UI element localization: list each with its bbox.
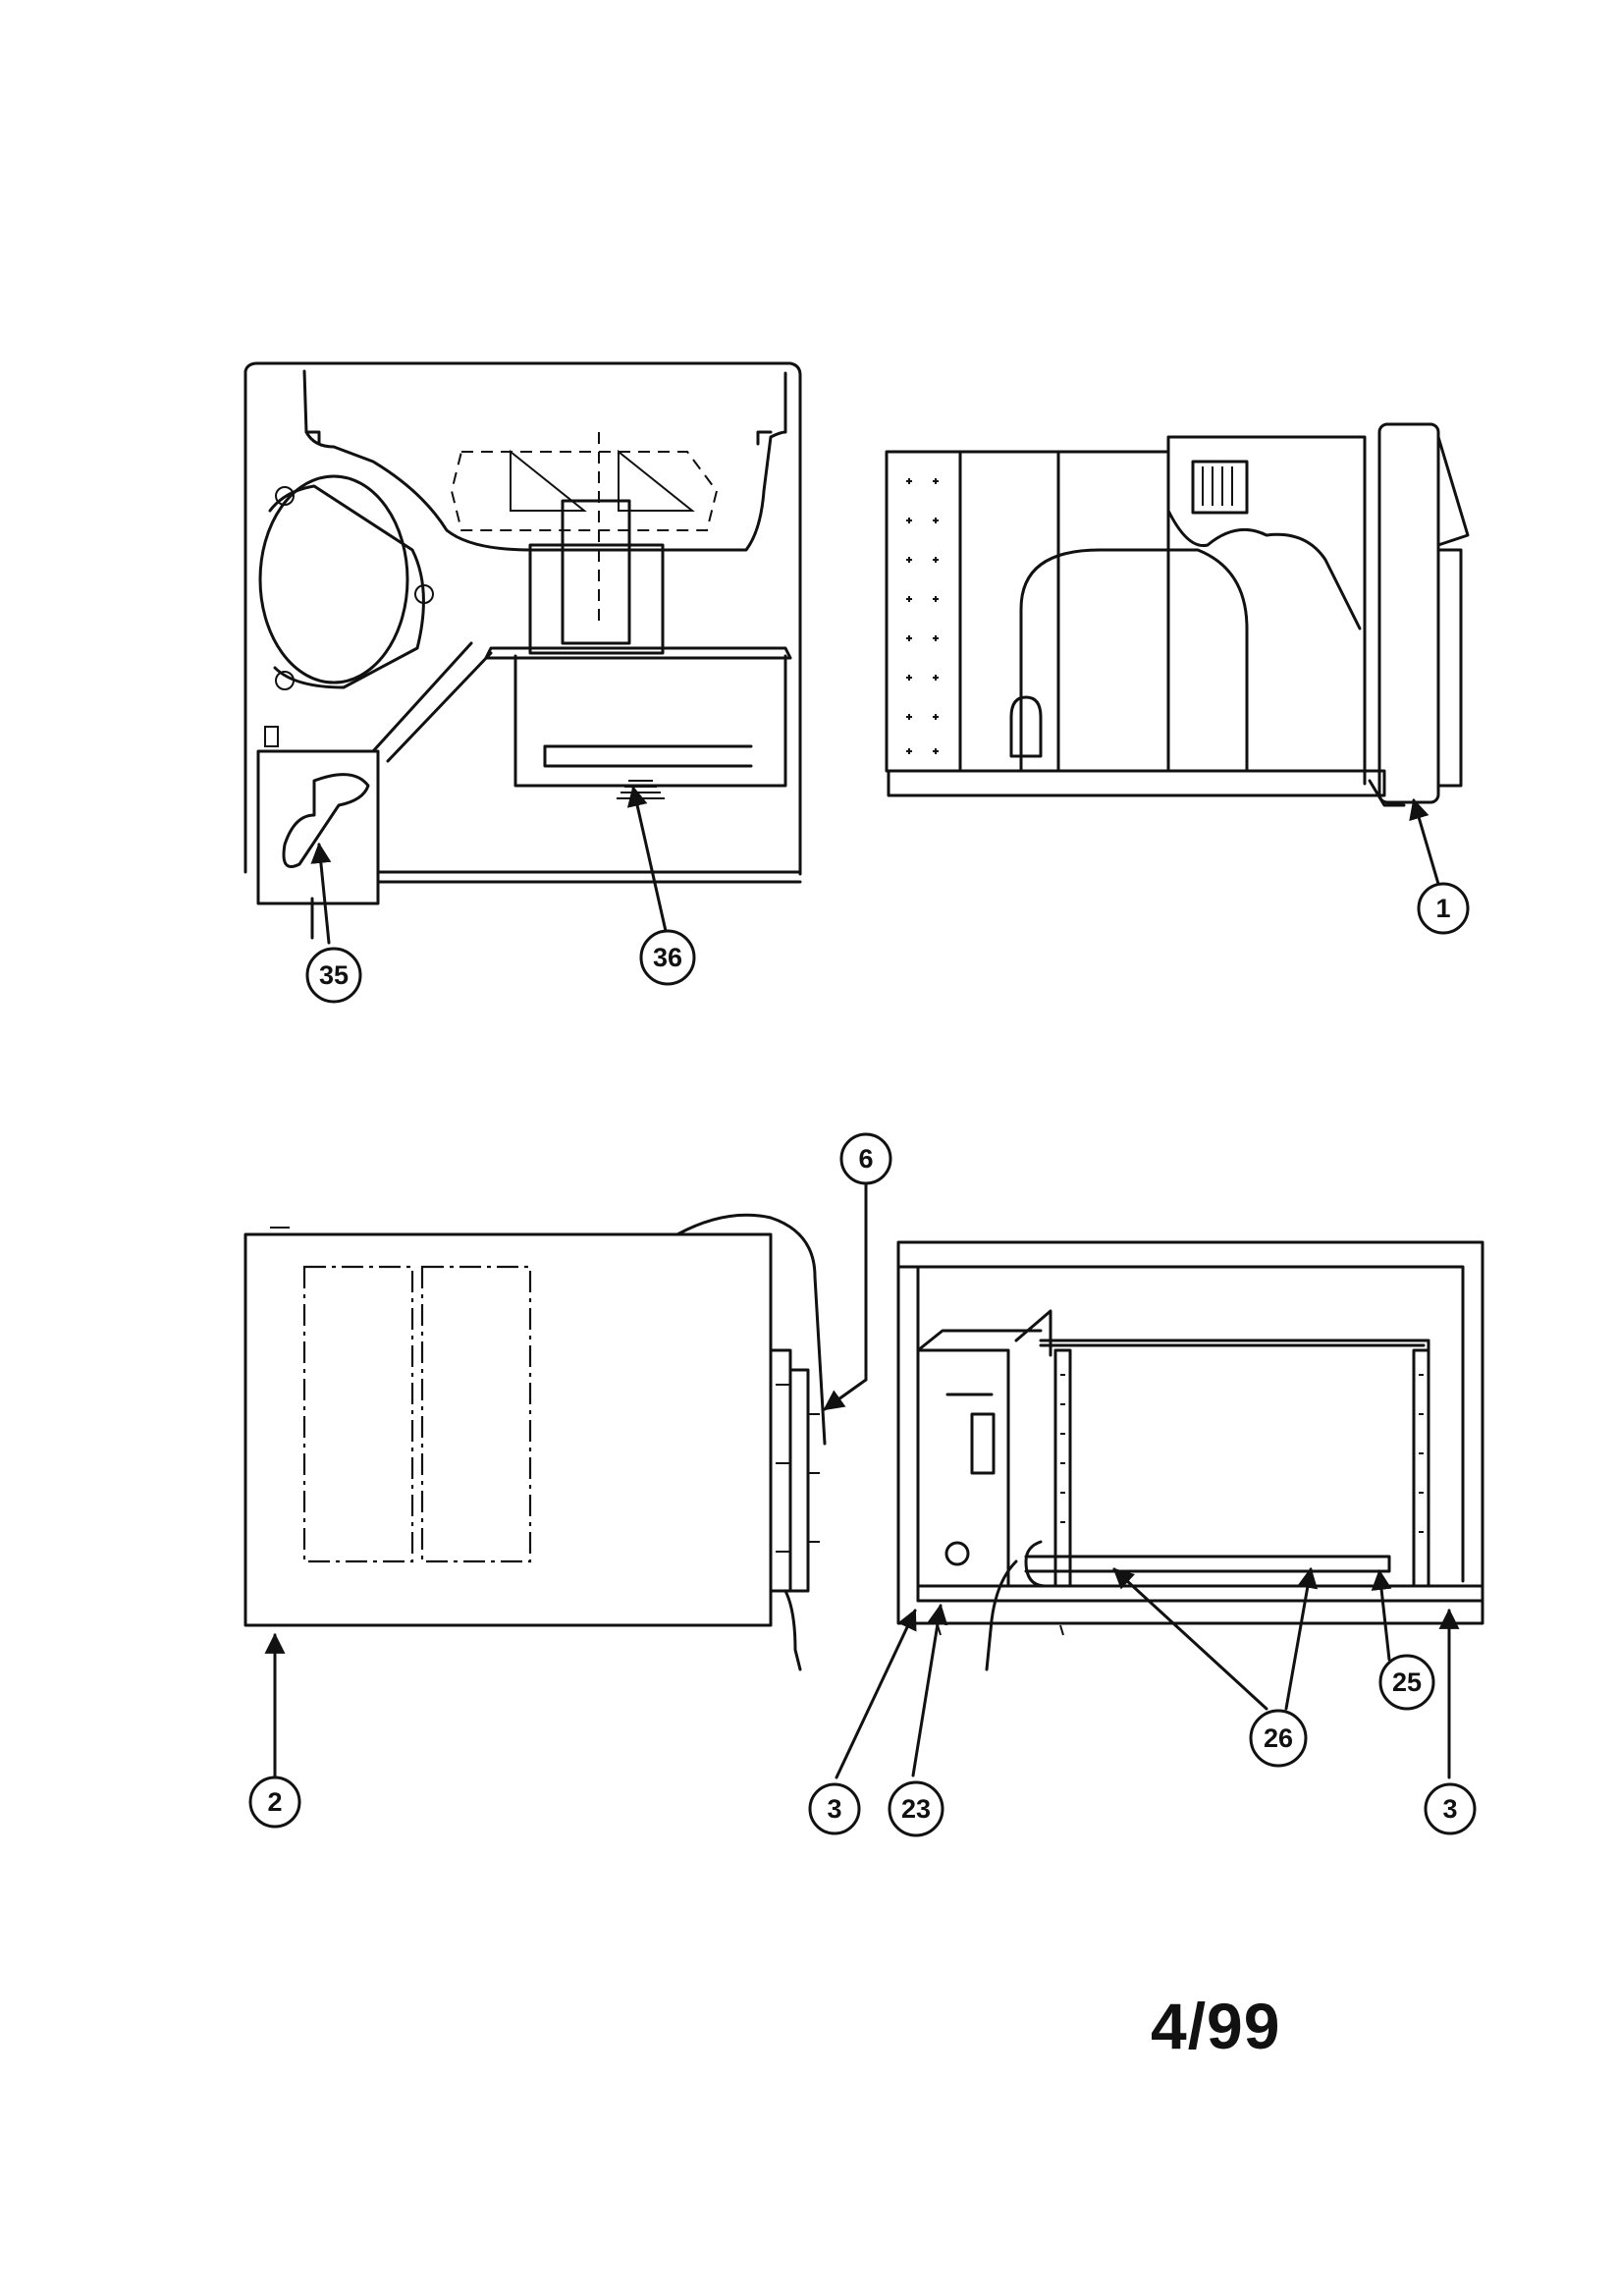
callout-23: 23 (888, 1780, 944, 1837)
callout-leaders (264, 785, 1460, 1779)
callout-1: 1 (1417, 882, 1470, 935)
callout-35: 35 (305, 947, 362, 1004)
svg-text:36: 36 (653, 943, 682, 972)
callout-36: 36 (639, 929, 696, 986)
callout-6: 6 (839, 1132, 892, 1185)
svg-text:26: 26 (1264, 1723, 1293, 1753)
cabinet-view (243, 1213, 827, 1671)
svg-text:6: 6 (858, 1144, 873, 1174)
unit-side-view (885, 422, 1470, 807)
svg-text:35: 35 (319, 960, 349, 990)
base-pan-view (896, 1240, 1484, 1671)
svg-text:3: 3 (1442, 1794, 1457, 1824)
svg-text:1: 1 (1435, 894, 1450, 923)
chassis-internal-view (243, 361, 802, 940)
callout-25: 25 (1378, 1654, 1435, 1711)
svg-text:23: 23 (901, 1794, 931, 1824)
page-code: 4/99 (1151, 1990, 1281, 2062)
callout-26: 26 (1249, 1709, 1308, 1768)
svg-text:25: 25 (1392, 1667, 1422, 1697)
callout-3-right: 3 (1424, 1782, 1477, 1835)
svg-text:2: 2 (267, 1787, 282, 1817)
callout-2: 2 (248, 1776, 301, 1829)
callout-3-left: 3 (808, 1782, 861, 1835)
svg-text:3: 3 (827, 1794, 841, 1824)
